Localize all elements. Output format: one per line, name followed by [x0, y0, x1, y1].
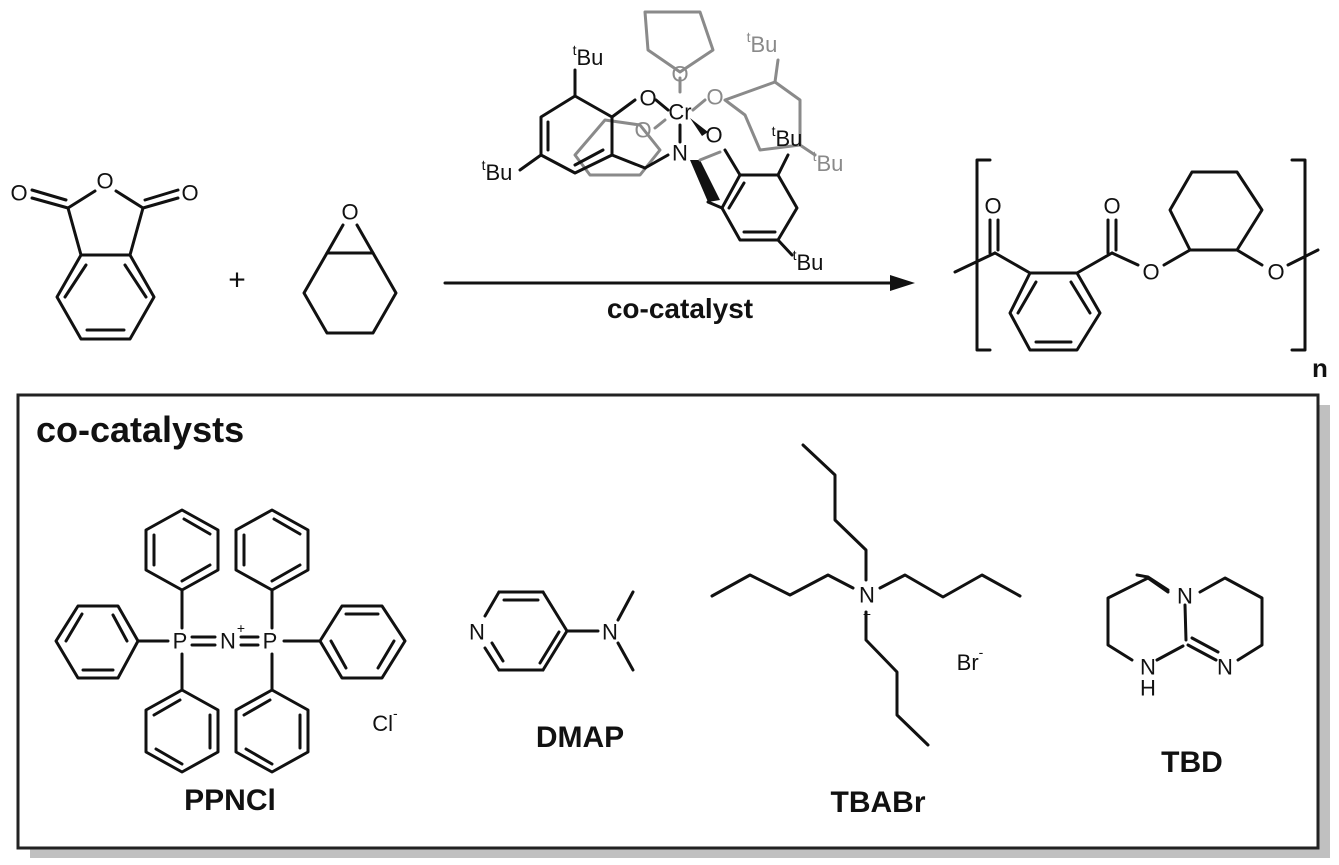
cocatalyst-dmap: N N DMAP: [469, 590, 635, 754]
cocatalyst-tbd: N N H N TBD: [1106, 573, 1264, 779]
left-bracket: [975, 158, 992, 352]
repeat-unit-n: n: [1312, 353, 1328, 383]
atom-n: N: [1217, 655, 1233, 680]
aryl-right-bottom: [720, 173, 799, 242]
cocatalyst-tbabr: N + Br- TBABr: [710, 443, 1022, 819]
atom-n: N: [220, 629, 236, 654]
ring-left: [1106, 576, 1170, 662]
box-title: co-catalysts: [36, 409, 244, 450]
phenyl-ring: [234, 508, 310, 592]
label-tbd: TBD: [1161, 746, 1223, 779]
cyclohexene-oxide: O: [302, 200, 398, 335]
atom-o: O: [1103, 194, 1120, 219]
thf-ring-bottom: [573, 118, 662, 177]
phenyl-ring: [144, 508, 220, 592]
ring-right: [1198, 576, 1264, 662]
cyclohexane-ring: [1168, 170, 1264, 252]
atom-p: P: [263, 629, 278, 654]
cocatalyst-box: [16, 393, 1320, 850]
polyester-product: O O O O n: [953, 158, 1328, 383]
atom-o: O: [705, 123, 722, 148]
tbu-label: tBu: [813, 148, 844, 176]
right-bracket: [1290, 158, 1307, 352]
plus-sign: +: [228, 264, 246, 297]
atom-o: O: [984, 194, 1001, 219]
tbu-label: tBu: [747, 29, 778, 57]
atom-o: O: [671, 62, 688, 87]
atom-o: O: [639, 86, 656, 111]
atom-o: O: [1142, 260, 1159, 285]
benzene-ring: [1008, 271, 1102, 352]
atom-o: O: [10, 181, 27, 206]
cocatalyst-ppncl: P N + P: [54, 508, 407, 817]
butyl-chain: [878, 573, 1022, 599]
atom-n: N: [602, 620, 618, 645]
phthalic-anhydride: O O O: [10, 169, 199, 341]
atom-o: O: [706, 85, 723, 110]
phenyl-ring: [318, 604, 407, 680]
atom-cr: Cr: [668, 100, 691, 125]
aryl-left: [539, 94, 614, 175]
tbu-label: tBu: [482, 157, 513, 185]
atom-p: P: [173, 629, 188, 654]
atom-o: O: [96, 169, 113, 194]
thf-ring-top: [643, 10, 715, 74]
label-tbabr: TBABr: [831, 786, 926, 819]
atom-n: N: [672, 141, 688, 166]
atom-n: N: [469, 620, 485, 645]
atom-o: O: [341, 200, 358, 225]
atom-n: N: [1177, 584, 1193, 609]
reaction-arrow: [443, 275, 915, 291]
charge-plus: +: [237, 620, 245, 636]
label-ppncl: PPNCl: [184, 784, 276, 817]
chromium-catalyst: O O O O O Cr N tBu tBu tBu tBu tBu tBu: [482, 10, 844, 275]
atom-o: O: [634, 118, 651, 143]
tbu-label: tBu: [573, 42, 604, 70]
atom-n: N: [1140, 655, 1156, 680]
label-dmap: DMAP: [536, 721, 624, 754]
counterion: Cl-: [372, 705, 398, 736]
atom-h: H: [1140, 676, 1156, 701]
cyclohexane-ring: [302, 251, 398, 335]
benzene-ring: [55, 253, 156, 341]
phenyl-ring: [234, 688, 310, 774]
tbu-label: tBu: [793, 247, 824, 275]
atom-o: O: [1267, 260, 1284, 285]
tbu-label: tBu: [772, 123, 803, 151]
butyl-chain: [710, 573, 855, 598]
butyl-chain: [864, 610, 930, 747]
phenyl-ring: [54, 604, 140, 680]
phenyl-ring: [144, 688, 220, 774]
counterion: Br-: [957, 644, 984, 675]
atom-o: O: [181, 181, 198, 206]
atom-n: N: [859, 583, 875, 608]
arrow-label: co-catalyst: [607, 293, 753, 324]
butyl-chain: [801, 443, 868, 582]
